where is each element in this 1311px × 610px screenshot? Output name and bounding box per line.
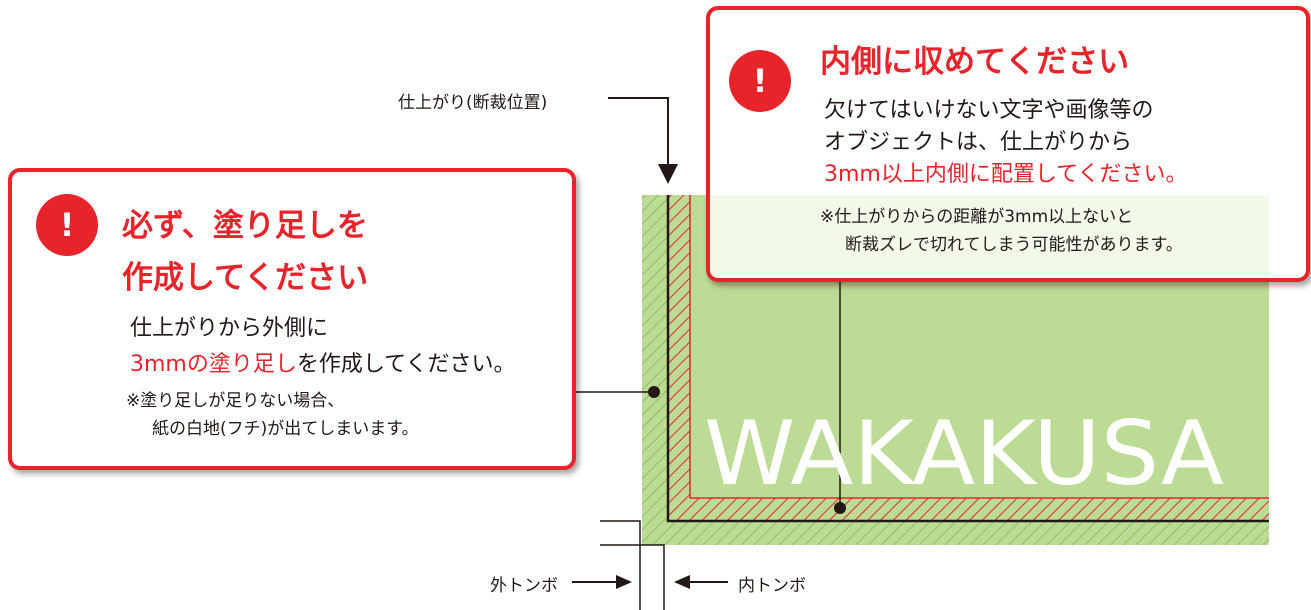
- safe-area-warning-note-line1: ※仕上がりからの距離が3mm以上ないと: [820, 207, 1134, 227]
- safe-line: [689, 195, 1269, 499]
- exclamation-icon: !: [36, 194, 98, 256]
- bleed-pointer-dot: [648, 386, 660, 398]
- inner-tombo-label: 内トンボ: [738, 576, 806, 596]
- safe-area-warning-body-line2: オブジェクトは、仕上がりから: [824, 130, 1133, 155]
- outer-tombo-label: 外トンボ: [490, 576, 558, 596]
- trim-arrow-head: [658, 164, 678, 184]
- trim-line-label: 仕上がり(断裁位置): [398, 93, 548, 113]
- safe-area-warning-body-line1: 欠けてはいけない文字や画像等の: [824, 98, 1154, 123]
- bleed-warning-body-rest: を作成してください。: [296, 352, 516, 377]
- trim-leader-line: [608, 97, 669, 168]
- bleed-warning-heading-line2: 作成してください: [122, 260, 369, 296]
- bleed-warning-callout: ! 必ず、塗り足しを 作成してください 仕上がりから外側に 3mmの塗り足しを作…: [8, 168, 576, 470]
- bleed-warning-body-line1: 仕上がりから外側に: [130, 316, 329, 341]
- bleed-warning-heading-line1: 必ず、塗り足しを: [122, 208, 368, 244]
- safe-area-warning-heading: 内側に収めてください: [820, 44, 1130, 80]
- bleed-warning-note-line1: ※塗り足しが足りない場合、: [126, 391, 345, 411]
- exclamation-icon: !: [729, 50, 791, 112]
- outer-tombo-arrow: [572, 575, 632, 589]
- safe-area-warning-callout: ! 内側に収めてください 欠けてはいけない文字や画像等の オブジェクトは、仕上が…: [706, 6, 1310, 282]
- bleed-warning-note-line2: 紙の白地(フチ)が出てしまいます。: [152, 419, 419, 439]
- inner-tombo-arrow: [674, 575, 728, 589]
- safe-pointer-dot: [834, 502, 846, 514]
- crop-marks: [600, 520, 665, 610]
- safe-area-warning-note-line2: 断裁ズレで切れてしまう可能性があります。: [845, 235, 1183, 255]
- trim-line: [666, 195, 1269, 523]
- safe-area-warning-body-line3: 3mm以上内側に配置してください。: [824, 162, 1188, 187]
- artwork-text: WAKAKUSA: [704, 402, 1224, 505]
- bleed-warning-body-line2: 3mmの塗り足しを作成してください。: [130, 346, 516, 378]
- bleed-warning-highlight: 3mmの塗り足し: [130, 352, 297, 377]
